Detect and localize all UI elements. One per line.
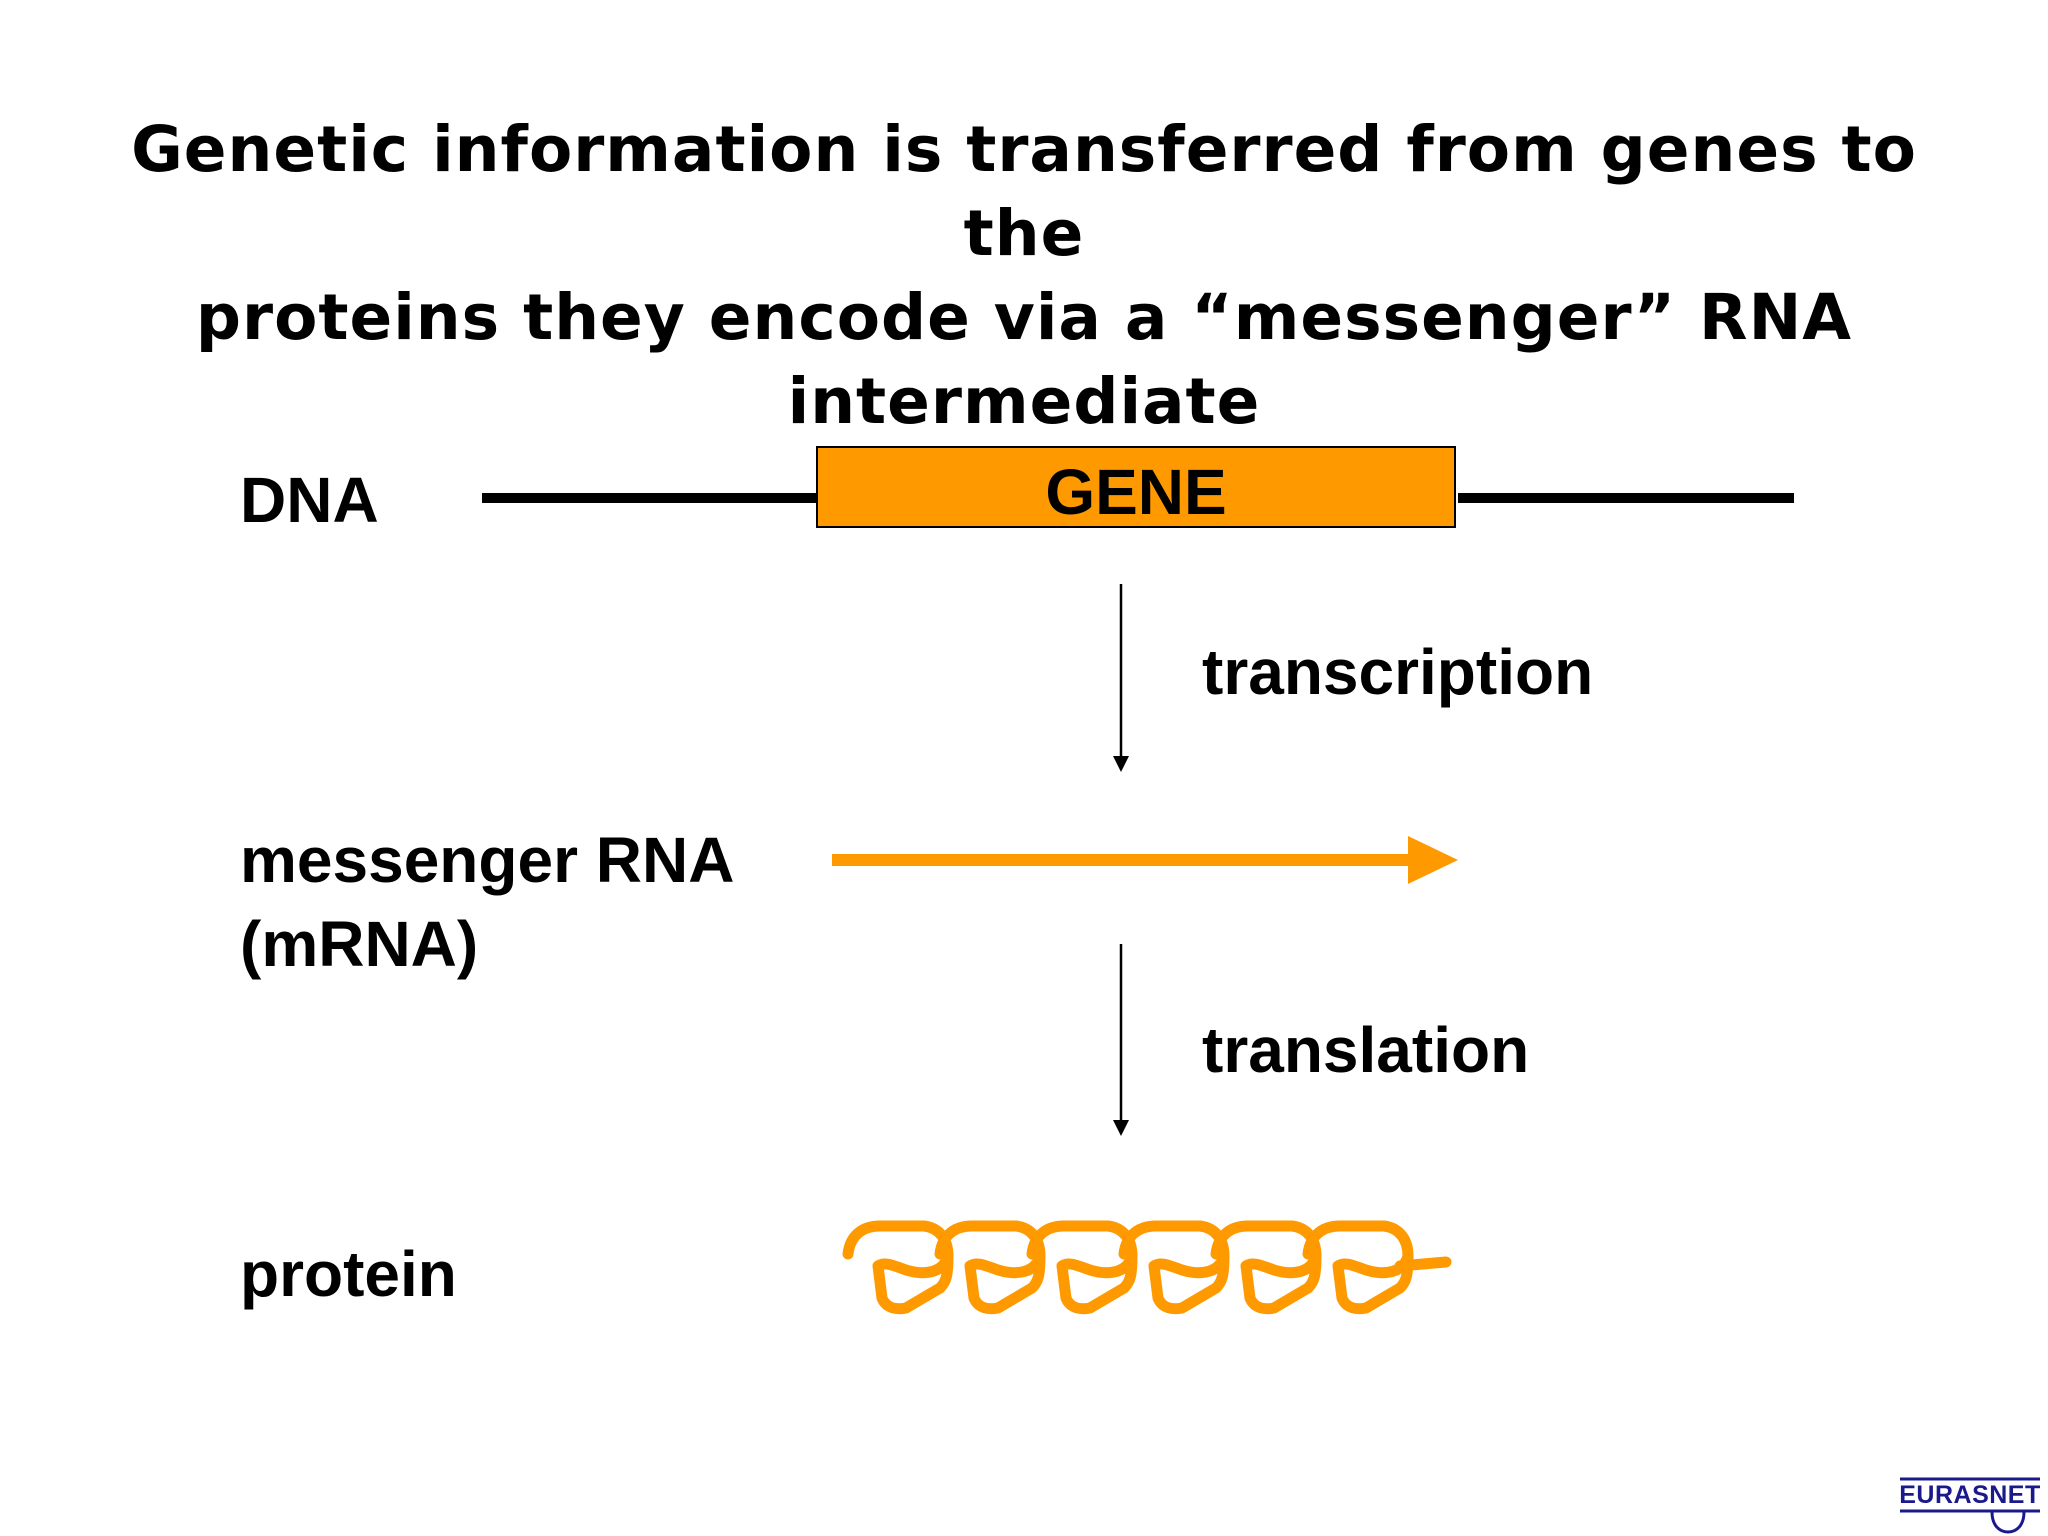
mrna-arrow [832,836,1458,884]
translation-arrow [1113,944,1129,1136]
logo-text: EURASNET [1899,1481,2041,1509]
slide-title: Genetic information is transferred from … [131,113,1917,438]
protein-label: protein [240,1238,457,1310]
gene-box: GENE [816,446,1456,528]
transcription-label: transcription [1202,636,1594,708]
eurasnet-logo: EURASNET [1896,1474,2044,1534]
mrna-label: messenger RNA [240,824,735,896]
dna-strand-right [1458,493,1794,503]
protein-helix-icon [842,1220,1452,1315]
dna-label: DNA [240,464,379,536]
dna-strand-left [482,493,818,503]
translation-label: translation [1202,1014,1530,1086]
transcription-arrow [1113,584,1129,772]
mrna-abbreviation-label: (mRNA) [240,908,479,980]
gene-label: GENE [1045,456,1227,528]
logo-graphic [1900,1477,2040,1534]
